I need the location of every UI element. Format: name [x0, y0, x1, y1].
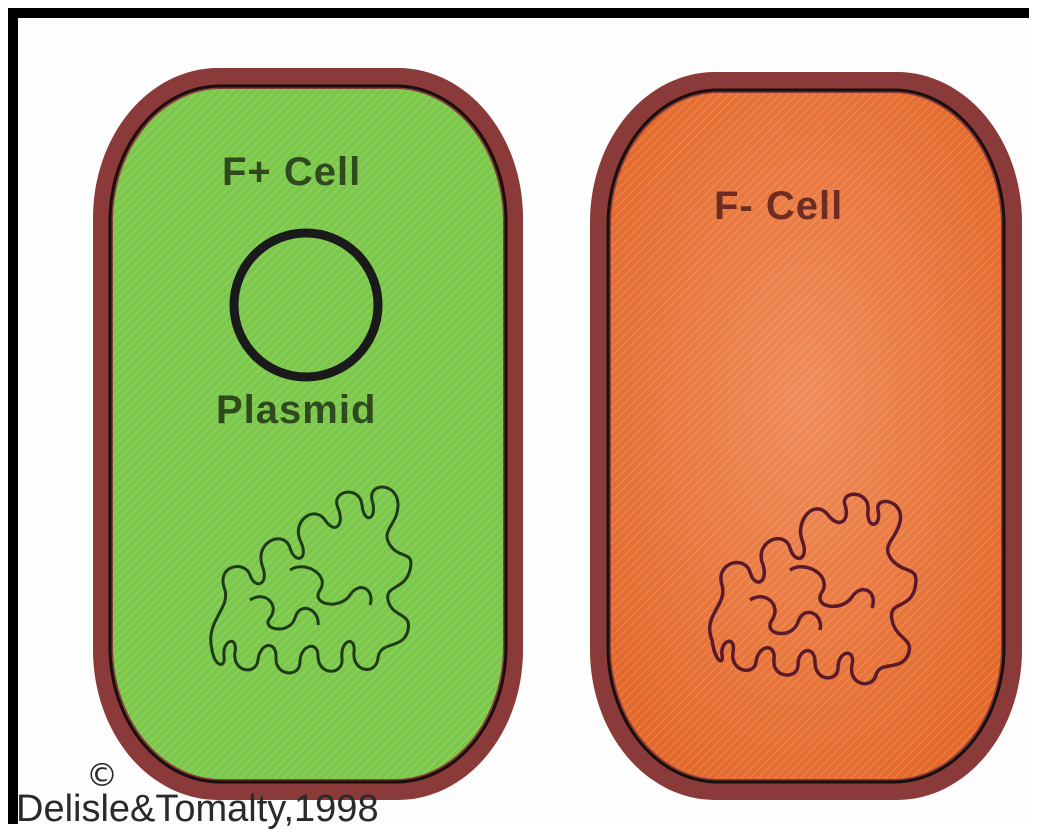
- f-minus-cell: [590, 72, 1022, 800]
- f-plus-cell-label: F+ Cell: [222, 150, 361, 195]
- f-minus-cell-label: F- Cell: [714, 184, 843, 229]
- plasmid-label: Plasmid: [216, 388, 376, 433]
- credit-text: Delisle&Tomalty,1998: [16, 788, 379, 831]
